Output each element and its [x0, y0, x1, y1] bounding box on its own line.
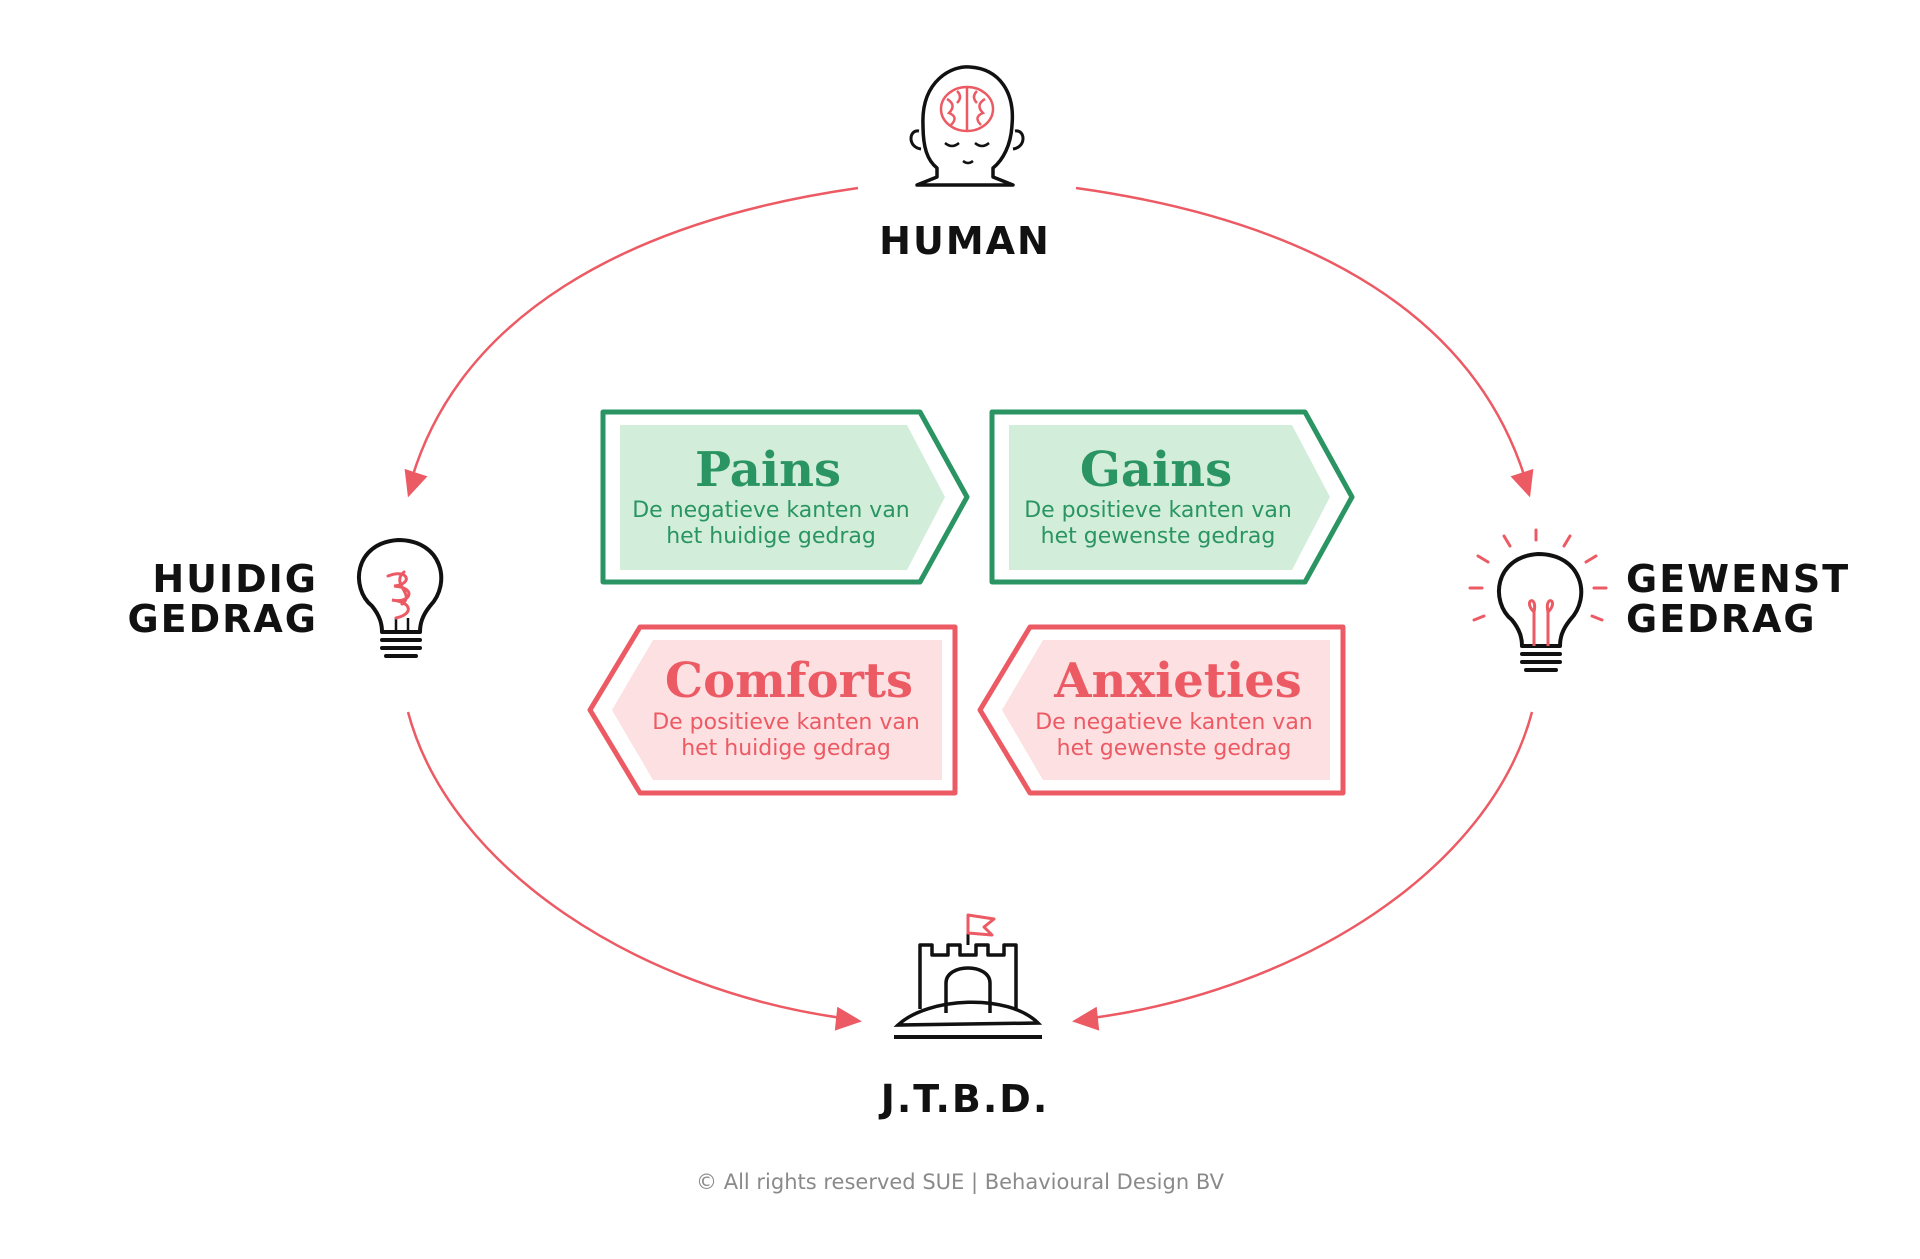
- current-behaviour-label-line2: GEDRAG: [127, 597, 318, 641]
- anxieties-desc-line1: De negatieve kanten van: [1035, 710, 1313, 735]
- castle-flag-icon: [893, 913, 1043, 1039]
- anxieties-desc-line2: het gewenste gedrag: [1057, 736, 1292, 761]
- pains-title: Pains: [695, 442, 841, 498]
- meditating-head-brain-icon: [909, 65, 1025, 187]
- arrow-desired-to-jtbd: [1091, 711, 1534, 1020]
- cycle-arrows: [406, 186, 1534, 1020]
- desired-behaviour-label-line2: GEDRAG: [1626, 597, 1817, 641]
- gains-desc-line1: De positieve kanten van: [1024, 498, 1292, 523]
- comforts-card: Comforts De positieve kanten van het hui…: [587, 624, 958, 796]
- comforts-title: Comforts: [665, 653, 913, 709]
- comforts-desc-line2: het huidige gedrag: [681, 736, 891, 761]
- gains-card: Gains De positieve kanten van het gewens…: [989, 409, 1355, 585]
- arrowhead-current: [404, 468, 428, 498]
- pains-desc-line1: De negatieve kanten van: [632, 498, 910, 523]
- gains-desc-line2: het gewenste gedrag: [1041, 524, 1276, 549]
- jtbd-label: J.T.B.D.: [878, 1077, 1050, 1121]
- arrow-current-to-jtbd: [406, 711, 843, 1020]
- current-behaviour-label-line1: HUIDIG: [152, 557, 318, 601]
- anxieties-title: Anxieties: [1053, 653, 1302, 709]
- arrowhead-jtbd-left: [834, 1006, 862, 1031]
- copyright-footer: © All rights reserved SUE | Behavioural …: [696, 1170, 1224, 1194]
- comforts-desc-line1: De positieve kanten van: [652, 710, 920, 735]
- human-label: HUMAN: [879, 219, 1051, 263]
- pains-desc-line2: het huidige gedrag: [666, 524, 876, 549]
- arrowheads: [404, 468, 1534, 1031]
- gains-title: Gains: [1080, 442, 1232, 498]
- tangled-lightbulb-icon: [356, 538, 444, 658]
- arrowhead-jtbd-right: [1072, 1006, 1100, 1031]
- pains-card: Pains De negatieve kanten van het huidig…: [600, 409, 970, 585]
- desired-behaviour-label-line1: GEWENST: [1626, 557, 1850, 601]
- anxieties-card: Anxieties De negatieve kanten van het ge…: [977, 624, 1346, 796]
- arrow-human-to-current: [410, 186, 859, 479]
- arrow-human-to-desired: [1075, 186, 1527, 479]
- arrowhead-desired: [1510, 468, 1534, 498]
- shining-lightbulb-icon: [1468, 528, 1608, 672]
